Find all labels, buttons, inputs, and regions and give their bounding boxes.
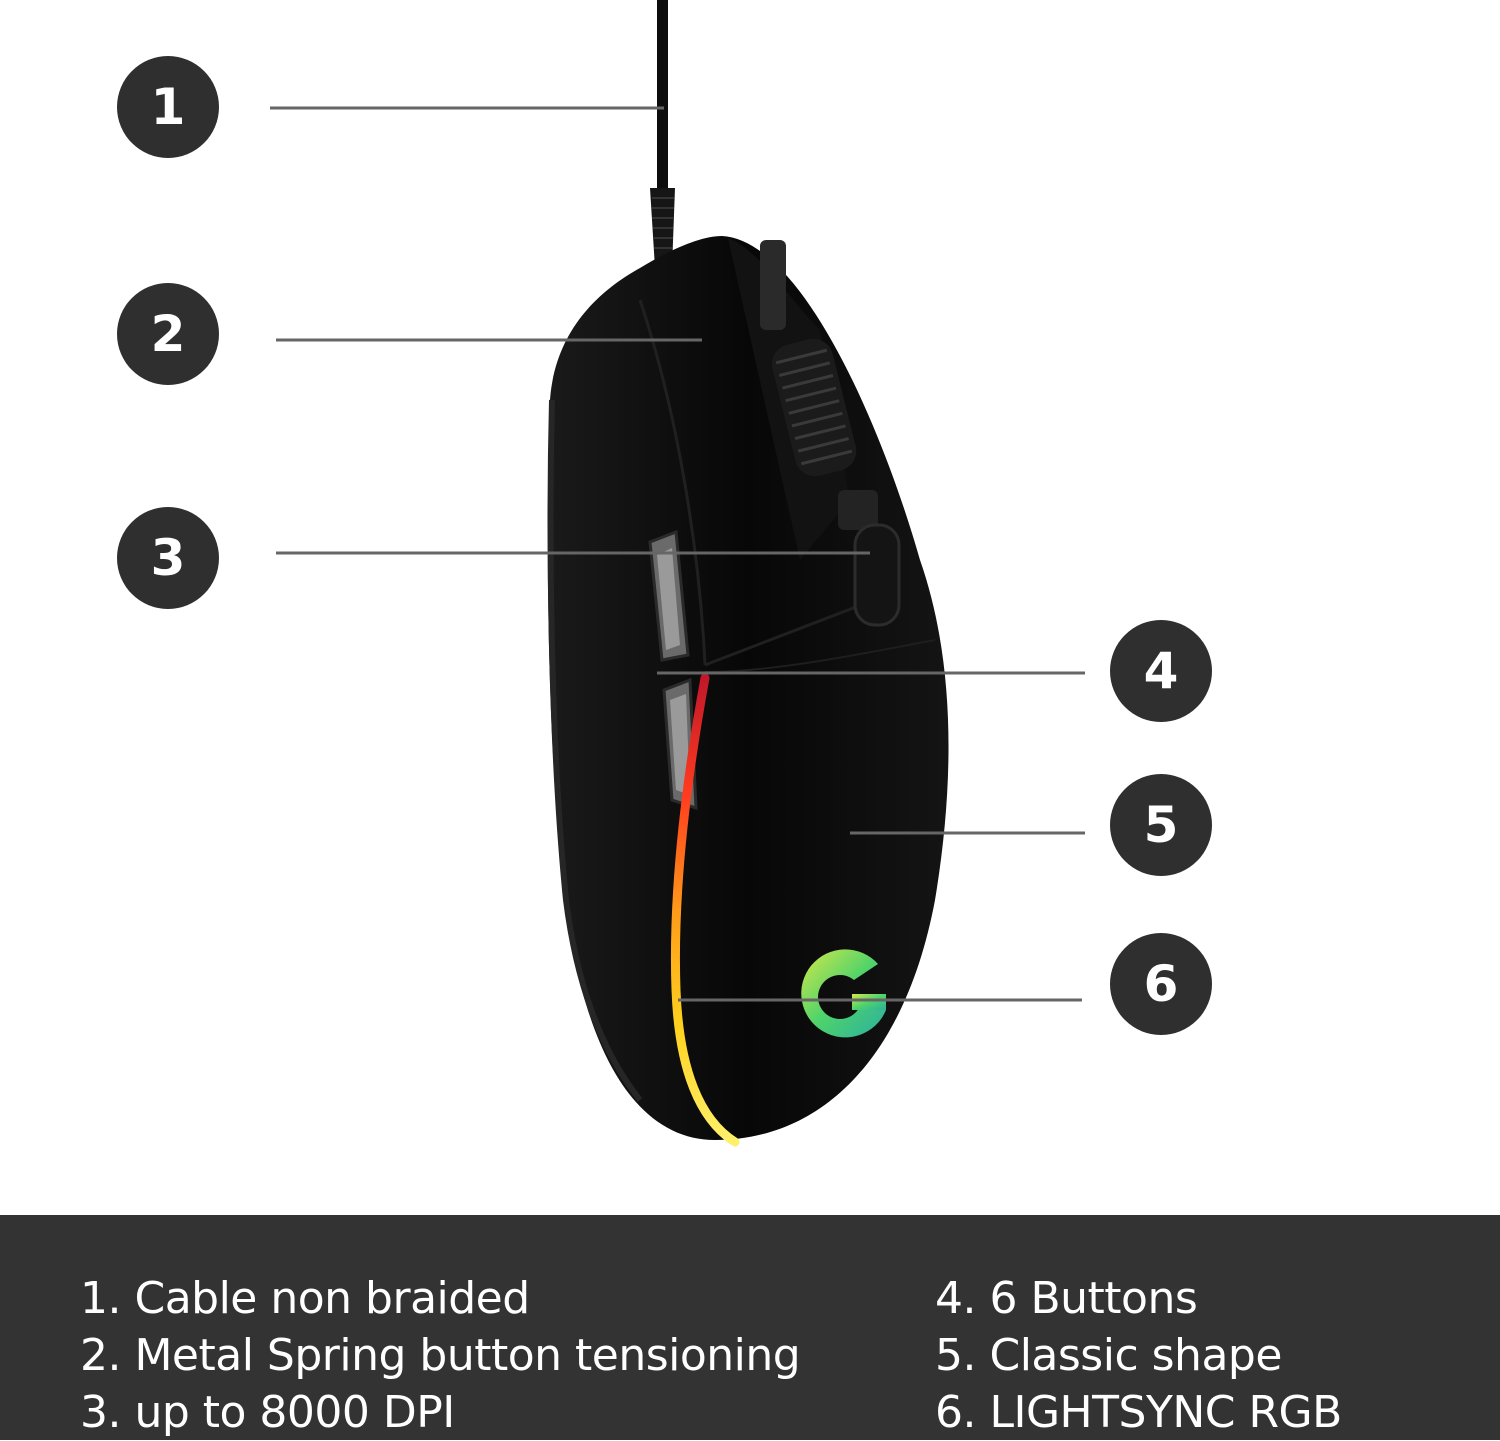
mouse-image: [270, 0, 1085, 1147]
scroll-wheel: [771, 338, 857, 477]
feature-item: 2. Metal Spring button tensioning: [80, 1330, 801, 1381]
callout-number: 3: [150, 529, 186, 587]
callout-badge-5: 5: [1110, 774, 1212, 876]
feature-column-right: 4. 6 Buttons 5. Classic shape 6. LIGHTSY…: [935, 1270, 1342, 1441]
callout-number: 1: [150, 78, 186, 136]
callout-badge-1: 1: [117, 56, 219, 158]
callout-badge-3: 3: [117, 507, 219, 609]
callout-number: 5: [1143, 796, 1179, 854]
dpi-button: [838, 490, 901, 627]
feature-item: 3. up to 8000 DPI: [80, 1387, 455, 1438]
feature-item: 1. Cable non braided: [80, 1273, 530, 1324]
callout-badge-2: 2: [117, 283, 219, 385]
callout-number: 4: [1143, 642, 1179, 700]
mouse-body: [547, 236, 949, 1140]
feature-item: 4. 6 Buttons: [935, 1273, 1198, 1324]
feature-list-panel: 1. Cable non braided 2. Metal Spring but…: [0, 1215, 1500, 1440]
logitech-g-logo-icon: [801, 949, 886, 1038]
callout-number: 6: [1143, 955, 1179, 1013]
leader-lines: [270, 106, 1085, 1002]
callout-badge-6: 6: [1110, 933, 1212, 1035]
product-illustration: 1 2 3 4 5 6: [117, 0, 1212, 1147]
callout-badge-4: 4: [1110, 620, 1212, 722]
rgb-light-strip: [670, 673, 740, 1147]
feature-item: 6. LIGHTSYNC RGB: [935, 1387, 1342, 1438]
callout-number: 2: [150, 305, 186, 363]
cable: [650, 0, 675, 268]
feature-column-left: 1. Cable non braided 2. Metal Spring but…: [80, 1270, 801, 1441]
feature-item: 5. Classic shape: [935, 1330, 1282, 1381]
